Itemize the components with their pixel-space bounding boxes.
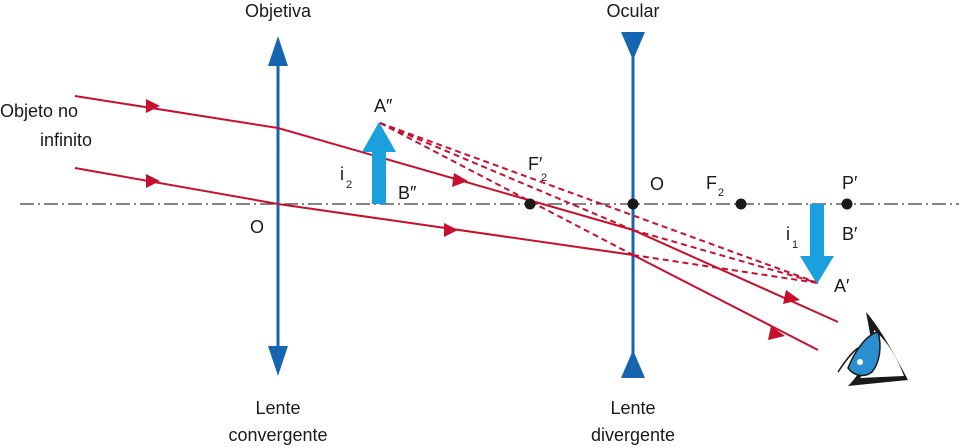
point-b-prime-label: B′ <box>842 224 858 244</box>
ray-arrow-5 <box>783 290 800 304</box>
ocular-title: Ocular <box>606 1 659 21</box>
dash-4 <box>632 254 819 284</box>
point-p-prime <box>841 198 853 210</box>
image-i2-label: i <box>340 164 344 184</box>
ocular-caption-line2: divergente <box>591 425 675 445</box>
eye-icon <box>837 312 908 386</box>
image-i1-sub: 1 <box>792 239 798 251</box>
ocular-top-inverted-arrowhead <box>621 32 645 60</box>
virtual-rays <box>379 122 819 284</box>
objective-title: Objetiva <box>245 1 312 21</box>
point-b-double-prime-label: B″ <box>398 183 417 203</box>
point-f2-prime-sub: 2 <box>541 172 547 184</box>
point-f2-prime <box>524 198 536 210</box>
dash-1 <box>379 122 634 231</box>
f2-prime-mark: ′ <box>539 154 543 174</box>
objective-bottom-arrowhead <box>268 346 288 376</box>
point-o-ocular-label: O <box>650 174 664 194</box>
point-p-prime-label: P′ <box>842 173 858 193</box>
point-f2-sub: 2 <box>718 187 724 199</box>
light-rays <box>74 95 839 351</box>
object-label-line2: infinito <box>40 130 92 150</box>
f2-prime-letter: F <box>528 154 539 174</box>
point-a-prime-label: A′ <box>834 276 850 296</box>
ocular-caption-line1: Lente <box>610 398 655 418</box>
ray-arrow-1 <box>146 99 160 113</box>
dash-5 <box>632 229 819 284</box>
ray-arrow-3 <box>452 173 468 187</box>
dash-2 <box>379 122 819 284</box>
ocular-bottom-inverted-arrowhead <box>621 350 645 378</box>
ray-arrowheads <box>146 99 800 340</box>
ray-arrow-2 <box>146 174 160 188</box>
objective-caption-line1: Lente <box>255 398 300 418</box>
image-i2-arrow <box>362 122 396 204</box>
dash-3 <box>379 122 634 256</box>
ray-arrow-6 <box>768 326 785 340</box>
ray-arrow-4 <box>444 223 458 237</box>
image-i1-label: i <box>786 224 790 244</box>
objective-top-arrowhead <box>268 36 288 66</box>
ray-top <box>74 95 839 323</box>
point-a-double-prime-label: A″ <box>374 96 393 116</box>
image-i1-arrow <box>800 204 834 284</box>
point-o-ocular <box>627 198 639 210</box>
image-i2-sub: 2 <box>346 179 352 191</box>
axis-points <box>524 198 853 210</box>
point-f2-label: F <box>706 173 717 193</box>
object-label-line1: Objeto no <box>0 101 78 121</box>
ray-bottom <box>74 167 819 351</box>
point-o-objective-label: O <box>250 217 264 237</box>
objective-caption-line2: convergente <box>228 425 327 445</box>
point-f2 <box>735 198 747 210</box>
point-f2-prime-label: F′ <box>528 154 543 174</box>
